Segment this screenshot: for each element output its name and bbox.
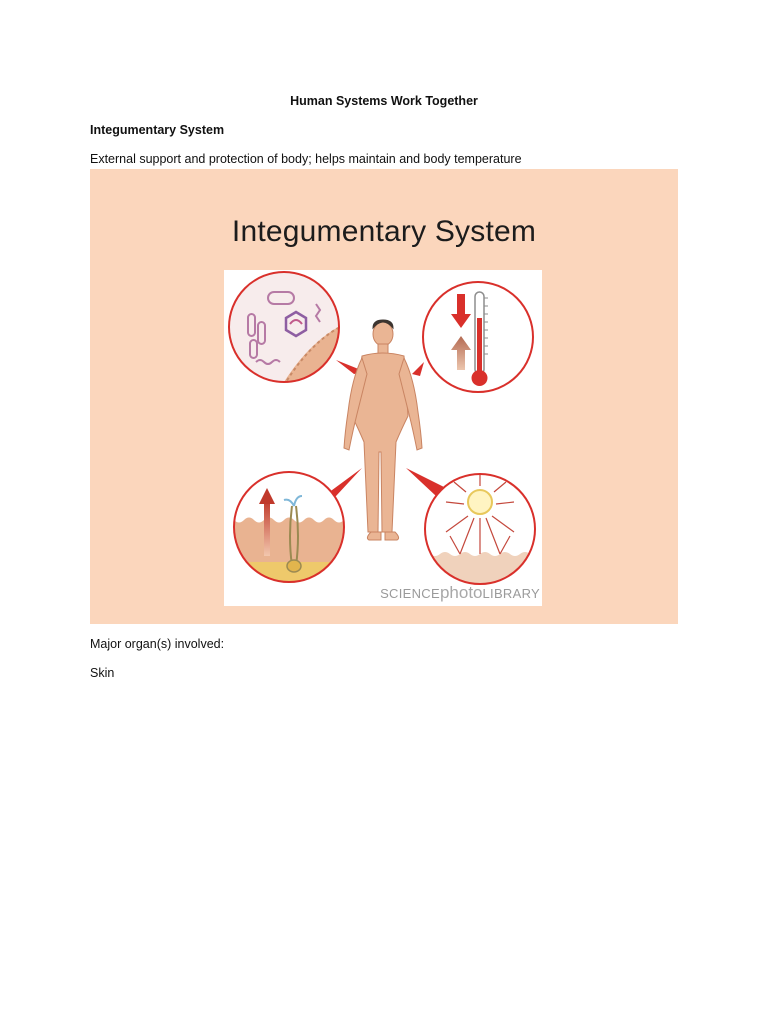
credit-prefix: SCIENCE: [380, 586, 440, 601]
section-heading: Integumentary System: [90, 123, 225, 137]
figure-panel: Integumentary System: [90, 169, 678, 624]
integumentary-illustration: SCIENCEphotoLIBRARY: [224, 270, 542, 606]
pathogen-barrier-circle: [228, 271, 340, 383]
sun-protection-circle: [424, 473, 536, 585]
credit-suffix: LIBRARY: [482, 586, 540, 601]
organ-value: Skin: [90, 666, 115, 680]
document-title: Human Systems Work Together: [290, 94, 478, 108]
figure-heading: Integumentary System: [231, 215, 537, 248]
organs-label: Major organ(s) involved:: [90, 637, 225, 651]
image-credit: SCIENCEphotoLIBRARY: [380, 583, 540, 603]
thermometer-circle: [422, 281, 534, 393]
credit-accent: photo: [439, 583, 483, 602]
human-figure: [343, 319, 423, 541]
section-description: External support and protection of body;…: [90, 152, 522, 166]
